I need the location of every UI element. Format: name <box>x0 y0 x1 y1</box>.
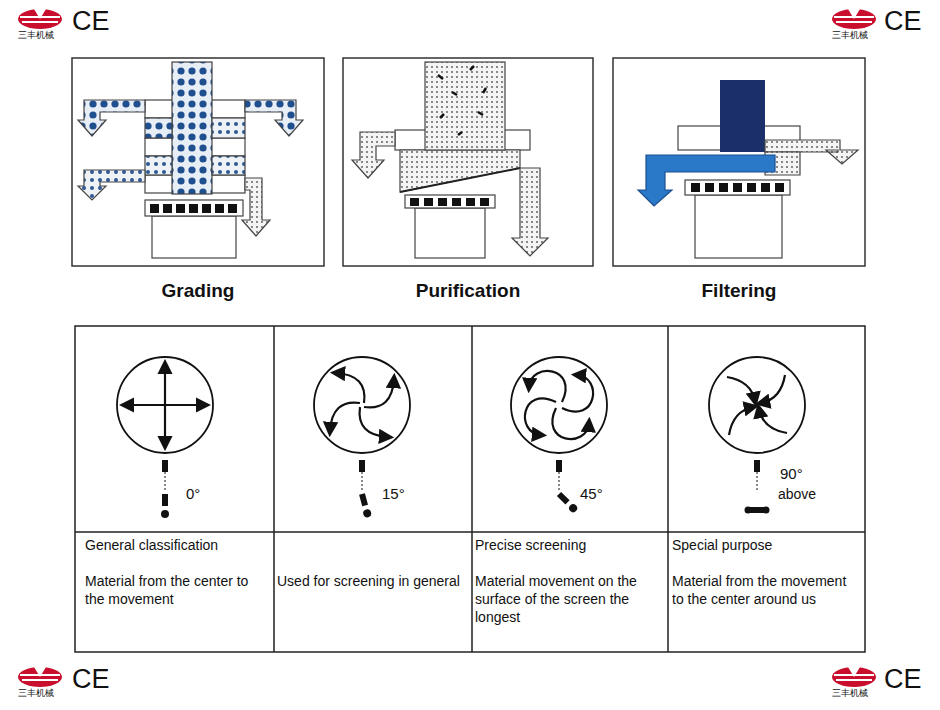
purification-sieve <box>352 62 548 258</box>
table-cell: Special purpose <box>672 536 860 554</box>
weight-symbol <box>556 460 579 514</box>
brand-name: 三丰机械 <box>18 688 54 700</box>
weight-symbol <box>358 460 372 518</box>
panel: Purification <box>343 58 593 302</box>
motion-symbol <box>709 357 805 453</box>
brand-name: 三丰机械 <box>832 30 868 42</box>
filtering-sieve <box>638 80 858 258</box>
panel: Grading <box>72 58 324 302</box>
brand-name: 三丰机械 <box>832 688 868 700</box>
motion-symbol <box>117 357 213 453</box>
angle-label: 0° <box>186 484 200 504</box>
table-cell: General classification <box>85 536 270 554</box>
panel-title: Grading <box>72 280 324 302</box>
ce-mark: CE <box>884 666 922 693</box>
table-cell: Material movement on the surface of the … <box>475 572 665 627</box>
ce-mark: CE <box>884 8 922 35</box>
angle-label: 15° <box>382 484 405 504</box>
panel: Filtering <box>613 58 865 302</box>
table-cell: Material from the center to the movement <box>85 572 270 608</box>
table-cell: Used for screening in general <box>277 572 467 590</box>
ce-mark: CE <box>72 8 110 35</box>
angle-label: 90° <box>780 464 803 484</box>
motion-symbol <box>314 357 410 453</box>
grading-sieve <box>78 62 303 258</box>
panel-frame <box>72 58 865 266</box>
angle-label: above <box>778 485 816 503</box>
logo <box>18 9 876 687</box>
angle-label: 45° <box>580 484 603 504</box>
weight-symbol <box>161 460 169 518</box>
ce-mark: CE <box>72 666 110 693</box>
table-cell: Material from the movement to the center… <box>672 572 860 608</box>
panel-title: Purification <box>343 280 593 302</box>
table-cell: Precise screening <box>475 536 665 554</box>
table-grid <box>75 326 865 652</box>
motion-symbols <box>117 357 805 518</box>
panel-title: Filtering <box>613 280 865 302</box>
motion-symbol <box>511 357 607 453</box>
weight-symbol <box>745 460 770 514</box>
brand-name: 三丰机械 <box>18 30 54 42</box>
